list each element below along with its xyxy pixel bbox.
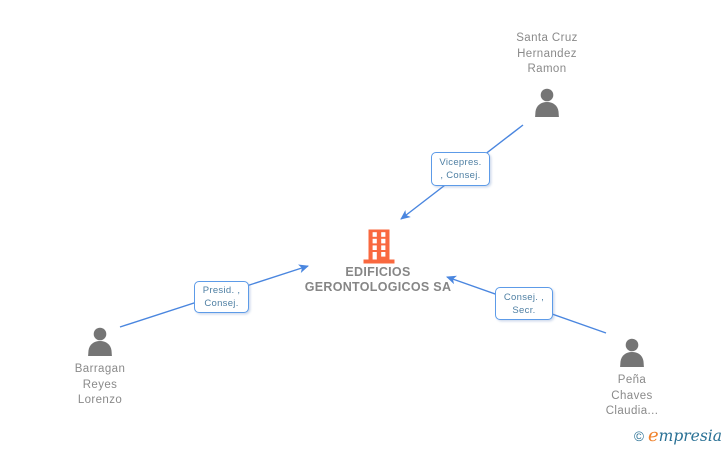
company-name-line: EDIFICIOS	[345, 265, 411, 279]
copyright-icon: ©	[634, 429, 644, 444]
empresia-logo-rest: mpresia	[658, 427, 722, 445]
edge-label-line: Secr.	[512, 304, 536, 316]
company-name-line: GERONTOLOGICOS SA	[304, 280, 452, 294]
edge-label-line: Consej.	[204, 298, 239, 309]
person-name-line: Reyes	[82, 378, 118, 391]
company-node[interactable]	[363, 228, 395, 270]
person-name-santa-cruz-hernandez-ramon[interactable]: Santa Cruz Hernandez Ramon	[477, 31, 617, 78]
person-name-pena-chaves-claudia[interactable]: Peña Chaves Claudia...	[562, 373, 702, 420]
person-name-line: Hernandez	[517, 47, 577, 60]
edge-label-line: , Consej.	[440, 170, 481, 181]
person-name-line: Lorenzo	[77, 394, 123, 406]
person-name-barragan-reyes-lorenzo[interactable]: Barragan Reyes Lorenzo	[30, 362, 170, 409]
person-node-barragan-reyes-lorenzo[interactable]	[86, 327, 114, 357]
person-name-line: Chaves	[611, 389, 653, 402]
person-icon	[620, 338, 644, 367]
person-name-line: Santa Cruz	[516, 32, 578, 44]
person-name-line: Ramon	[527, 63, 567, 75]
empresia-watermark: © empresia	[634, 425, 722, 446]
person-name-line: Claudia...	[605, 405, 659, 417]
edge-label-line: Vicepres.	[439, 157, 482, 168]
person-icon	[535, 88, 559, 117]
empresia-logo-initial: e	[647, 425, 659, 446]
edge-label-line: Presid. ,	[202, 285, 241, 296]
edge-label-line: Consej. ,	[503, 291, 545, 303]
edge-label-consej-secr: Consej. , Secr.	[495, 287, 553, 320]
building-icon	[363, 229, 395, 264]
person-name-line: Barragan	[74, 363, 126, 375]
person-icon	[88, 327, 112, 356]
empresia-logo-text: empresia	[648, 425, 722, 446]
edge-label-vicepres-consej: Vicepres. , Consej.	[431, 152, 490, 186]
person-node-santa-cruz-hernandez-ramon[interactable]	[533, 88, 561, 118]
person-node-pena-chaves-claudia[interactable]	[618, 338, 646, 368]
person-name-line: Peña	[617, 374, 647, 386]
company-name[interactable]: EDIFICIOS GERONTOLOGICOS SA	[288, 265, 468, 295]
edge-label-presid-consej: Presid. , Consej.	[194, 281, 249, 313]
